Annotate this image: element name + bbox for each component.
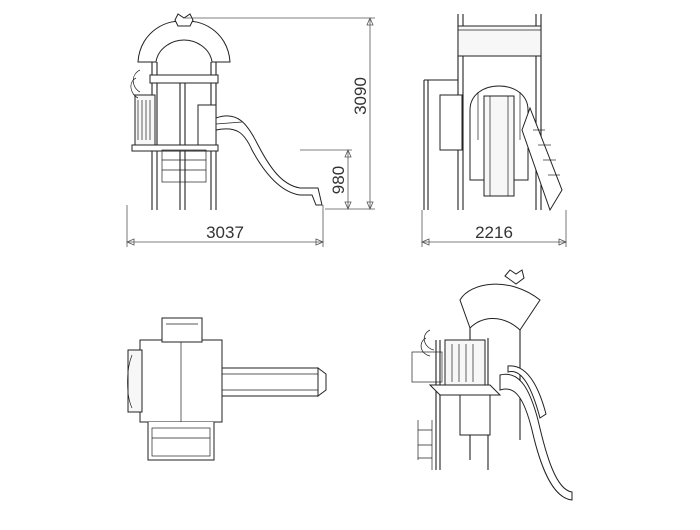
front-dimension-lines xyxy=(125,16,375,247)
side-dimension-lines xyxy=(420,210,568,247)
total-height-label: 3090 xyxy=(351,77,370,115)
front-elevation-view xyxy=(130,13,323,210)
side-elevation-view xyxy=(423,14,563,212)
top-plan-view xyxy=(127,317,327,461)
platform-height-label: 980 xyxy=(329,166,348,194)
isometric-view xyxy=(411,269,573,501)
side-width-label: 2216 xyxy=(475,223,513,242)
front-width-label: 3037 xyxy=(206,223,244,242)
